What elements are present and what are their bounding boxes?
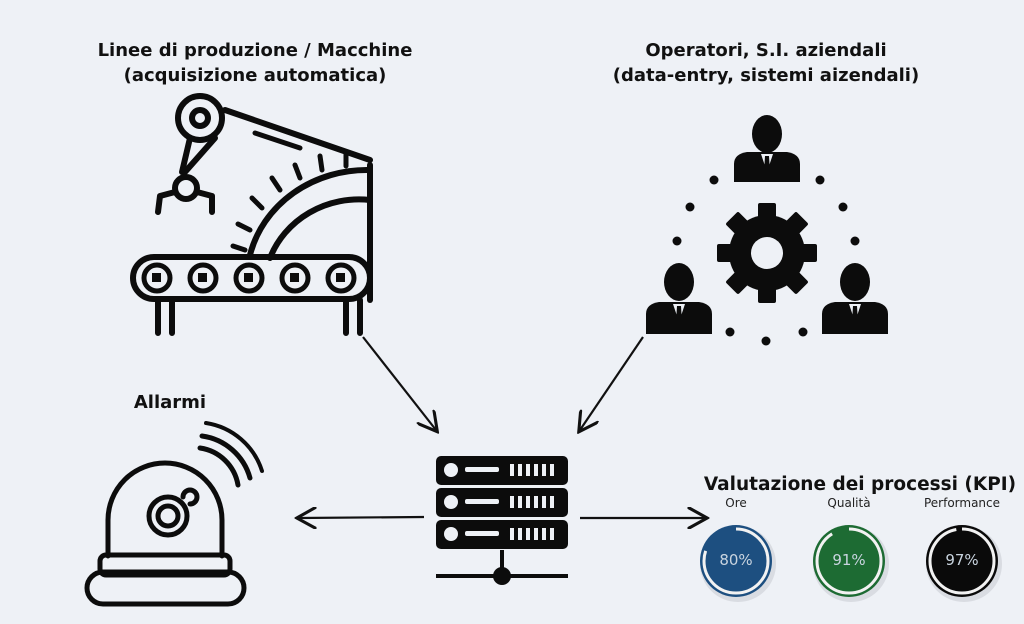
team-gear-icon bbox=[646, 115, 888, 346]
operators-title-line1: Operatori, S.I. aziendali bbox=[645, 40, 887, 61]
production-title: Linee di produzione / Macchine (acquisiz… bbox=[70, 38, 440, 88]
flow-arrows bbox=[299, 336, 705, 518]
kpi-gauge-ring bbox=[815, 527, 883, 595]
kpi-gauge-ring bbox=[928, 527, 996, 595]
kpi-gauge-label: Qualità bbox=[827, 496, 871, 510]
kpi-gauge-value: 91% bbox=[832, 551, 866, 569]
robot-arm-conveyor-icon bbox=[130, 93, 373, 336]
production-title-line1: Linee di produzione / Macchine bbox=[97, 40, 413, 61]
kpi-gauge-label: Performance bbox=[923, 496, 1001, 510]
kpi-gauges bbox=[700, 525, 1002, 602]
server-rack-icon bbox=[436, 456, 568, 585]
kpi-gauge-value: 80% bbox=[719, 551, 753, 569]
kpi-gauge-qualit bbox=[813, 525, 889, 602]
arrow-server-to-alarms bbox=[299, 517, 425, 518]
operators-title: Operatori, S.I. aziendali (data-entry, s… bbox=[596, 38, 936, 88]
alarm-siren-icon bbox=[84, 421, 264, 607]
arrow-production-to-server bbox=[362, 336, 436, 430]
alarms-title-text: Allarmi bbox=[133, 392, 207, 413]
operators-title-line2: (data-entry, sistemi aizendali) bbox=[612, 65, 920, 86]
kpi-gauge-label: Ore bbox=[725, 496, 747, 510]
kpi-gauge-ore bbox=[700, 525, 776, 602]
kpi-title: Valutazione dei processi (KPI) bbox=[700, 472, 1020, 497]
kpi-title-text: Valutazione dei processi (KPI) bbox=[703, 474, 1017, 495]
production-title-line2: (acquisizione automatica) bbox=[123, 65, 387, 86]
kpi-gauge-value: 97% bbox=[945, 551, 979, 569]
arrow-operators-to-server bbox=[580, 336, 644, 430]
kpi-gauge-ring bbox=[702, 527, 770, 595]
alarms-title: Allarmi bbox=[120, 390, 220, 415]
kpi-gauge-performance bbox=[926, 525, 1002, 602]
